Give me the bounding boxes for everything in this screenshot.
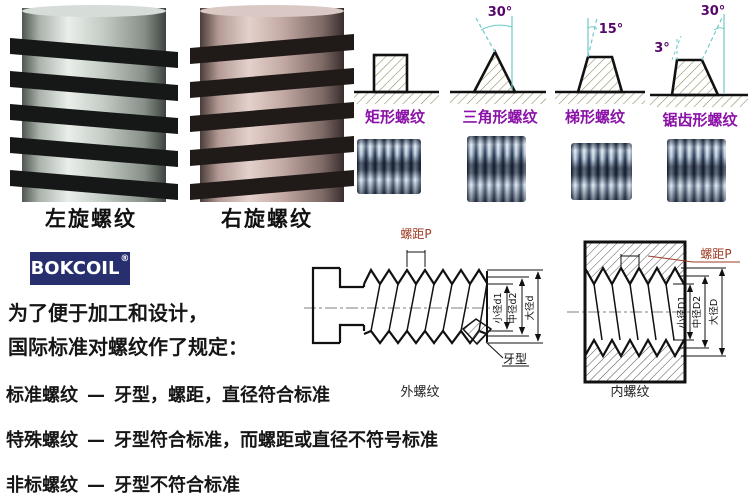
classification-row-standard: 标准螺纹 — 牙型，螺距，直径符合标准 [6,381,330,407]
registered-mark: ® [120,254,130,264]
external-thread-drawing: 螺距P 小径d1 中径d2 大径d 牙型 外螺纹 [304,227,543,400]
right-hand-screw-image [190,5,354,202]
external-dim-minor: 小径d1 [492,292,504,323]
profile-triangular: 30° [450,5,546,104]
angle-label-30: 30° [488,5,513,20]
classification-row-nonstandard: 非标螺纹 — 牙型不符合标准 [6,471,240,497]
external-pitch-label: 螺距P [400,227,431,241]
dash: — [87,385,105,406]
term-special: 特殊螺纹 [6,430,78,451]
external-thread-caption: 外螺纹 [400,385,439,400]
left-hand-screw-image [10,5,178,202]
intro-line-2: 国际标准对螺纹作了规定： [8,335,248,359]
term-standard: 标准螺纹 [6,385,78,406]
tooth-profile-label: 牙型 [503,352,527,366]
internal-pitch-label: 螺距P [700,247,731,261]
external-dim-major: 大径d [524,295,536,320]
profile-label-triangular: 三角形螺纹 [462,108,538,126]
logo-text: BOKCOIL [30,258,120,279]
left-thread-label: 左旋螺纹 [45,207,137,231]
angle-label-30b: 30° [701,4,726,19]
bokcoil-logo: BOKCOIL® [30,252,130,285]
internal-dim-pitch: 中径D2 [691,296,703,328]
term-nonstandard: 非标螺纹 [6,475,78,496]
right-thread-label: 右旋螺纹 [221,207,313,231]
angle-label-3: 3° [654,41,670,56]
internal-thread-drawing: 螺距P 小径D1 中径D2 大径D 内螺纹 [567,240,740,400]
photo-trapezoidal-thread [571,143,632,200]
photo-triangular-thread [467,136,526,202]
profile-rectangular [354,53,439,104]
intro-line-1: 为了便于加工和设计， [8,301,208,325]
photo-rectangular-thread [357,139,421,194]
external-dim-pitch: 中径d2 [507,292,519,323]
photo-buttress-thread [667,139,726,202]
angle-label-15: 15° [599,22,624,37]
internal-dim-minor: 小径D1 [676,296,688,328]
desc-nonstandard: 牙型不符合标准 [114,475,240,496]
profile-trapezoidal: 15° [555,17,645,104]
thread-profiles-diagram: 30° 15° 30° 3° 矩形螺纹 三角形螺纹 梯形螺 [354,4,748,129]
desc-standard: 牙型，螺距，直径符合标准 [114,385,330,406]
profile-label-buttress: 锯齿形螺纹 [662,111,738,129]
dash: — [87,430,105,451]
profile-label-trapezoidal: 梯形螺纹 [565,108,626,126]
classification-row-special: 特殊螺纹 — 牙型符合标准，而螺距或直径不符号标准 [6,426,438,452]
dash: — [87,475,105,496]
internal-thread-caption: 内螺纹 [610,384,649,400]
desc-special: 牙型符合标准，而螺距或直径不符号标准 [114,430,438,451]
intro-text: 为了便于加工和设计， 国际标准对螺纹作了规定： [8,296,248,364]
profile-label-rectangular: 矩形螺纹 [365,108,426,126]
internal-dim-major: 大径D [708,299,720,325]
profile-buttress: 30° 3° [650,4,748,107]
